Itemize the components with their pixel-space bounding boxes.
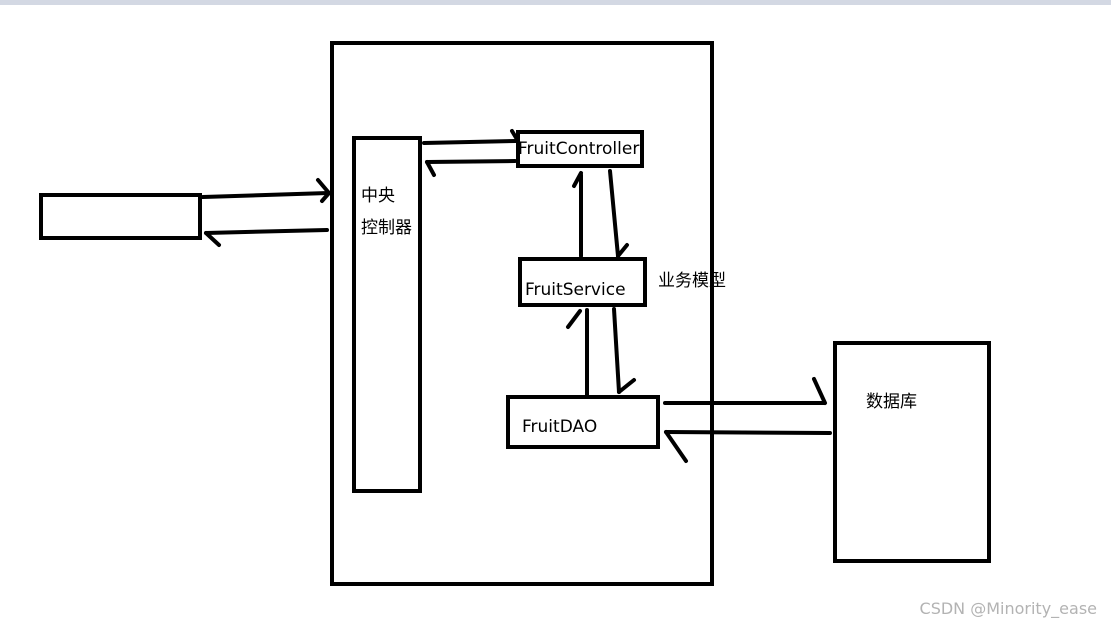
dispatch-return-arrow [425,159,517,164]
dispatch-return-arrowhead [425,160,436,177]
database-label: 数据库 [866,392,917,412]
client-box [39,193,202,240]
service-to-dao-arrow [612,307,621,394]
fruit-dao-box [506,395,660,449]
fruit-service-label: FruitService [525,280,626,300]
request-arrowhead [316,178,331,203]
service-to-dao-arrowhead [617,378,636,394]
top-border [0,0,1111,5]
result-arrow [664,430,832,435]
query-arrowhead [812,377,827,405]
controller-to-service-arrow [608,169,620,258]
fruit-service-box [518,257,647,307]
controller-to-service-arrowhead [616,243,629,258]
result-arrowhead [664,430,688,463]
dao-to-service-arrowhead [566,309,582,329]
business-model-label: 业务模型 [658,271,726,291]
fruit-controller-label: FruitController [518,139,640,159]
front-controller-box [352,136,422,493]
service-to-controller-arrowhead [572,171,583,188]
dispatch-arrowhead [510,129,520,143]
database-box [833,341,991,563]
response-arrow [204,228,329,235]
front-controller-label-line2: 控制器 [361,218,412,238]
response-arrowhead [204,231,221,247]
fruit-dao-label: FruitDAO [522,417,598,437]
request-arrow [201,191,330,199]
front-controller-label-line1: 中央 [361,186,395,206]
fruit-controller-box [516,130,644,168]
csdn-watermark: CSDN @Minority_ease [919,599,1097,618]
dispatch-arrow [422,139,518,145]
server-container [330,41,714,586]
